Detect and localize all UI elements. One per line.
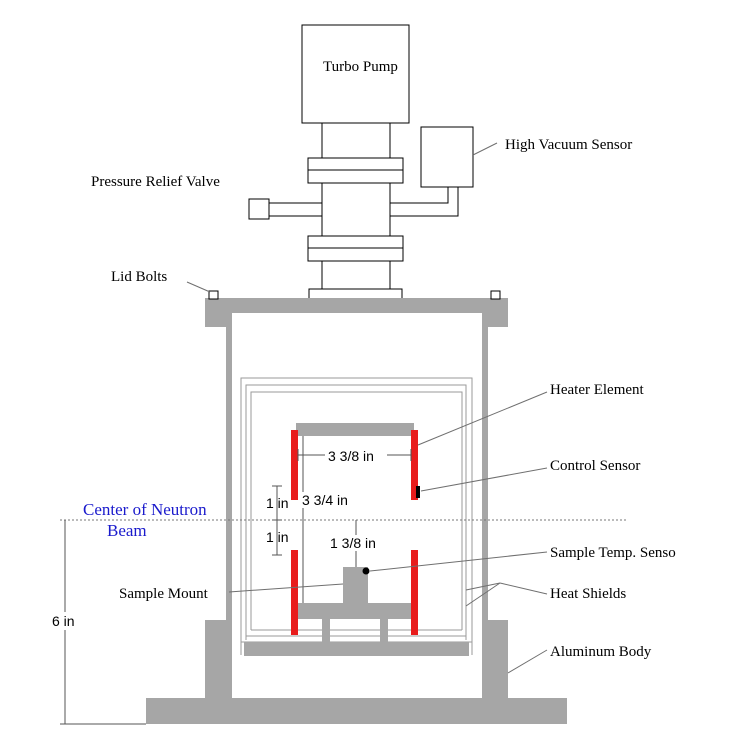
label-heater-element: Heater Element — [550, 382, 645, 398]
dim-lower-offset: 1 in — [266, 529, 289, 545]
chamber-bottom-plate — [296, 603, 414, 619]
lid-plate — [205, 298, 508, 313]
turbo-pump — [301, 24, 410, 124]
heater-right-upper — [411, 430, 418, 500]
label-high-vacuum-sensor: High Vacuum Sensor — [505, 137, 632, 153]
label-sample-mount: Sample Mount — [119, 586, 209, 602]
heat-shield-middle — [245, 384, 467, 640]
label-aluminum-body: Aluminum Body — [550, 644, 652, 660]
label-turbo-pump: Turbo Pump — [323, 59, 398, 75]
heater-left-upper — [291, 430, 298, 500]
label-beam-line2: Beam — [107, 521, 147, 540]
label-beam-line1: Center of Neutron — [83, 500, 207, 519]
dim-inner-width: 3 3/8 in — [328, 448, 374, 464]
heat-shield-inner — [250, 391, 463, 630]
heat-shield-outer — [240, 377, 473, 655]
dim-mount-height: 1 3/8 in — [330, 535, 376, 551]
support-leg-left — [322, 619, 330, 642]
high-vacuum-sensor — [420, 126, 474, 188]
support-leg-right — [380, 619, 388, 642]
left-wall — [205, 620, 232, 700]
pump-neck-middle — [321, 182, 391, 237]
dim-beam-height: 6 in — [52, 613, 75, 629]
heater-left-lower — [291, 550, 298, 635]
label-heat-shields: Heat Shields — [550, 586, 626, 602]
vacuum-sensor-pipe — [389, 186, 459, 217]
pump-neck-lower — [321, 260, 391, 290]
lid-plate-left-drop — [205, 313, 232, 327]
lid-plate-right-drop — [482, 313, 508, 327]
pressure-relief-valve — [248, 198, 270, 220]
label-lid-bolts: Lid Bolts — [111, 269, 167, 285]
support-plate — [244, 642, 469, 656]
chamber-top-plate — [296, 423, 414, 436]
label-pressure-relief-valve: Pressure Relief Valve — [91, 174, 220, 190]
right-wall — [482, 620, 508, 700]
right-wall-inner-line — [482, 327, 488, 620]
dim-upper-offset: 1 in — [266, 495, 289, 511]
base-plate — [146, 698, 567, 724]
lid-bolt-left — [208, 290, 219, 300]
heater-right-lower — [411, 550, 418, 635]
pump-neck-upper — [321, 122, 391, 159]
label-control-sensor: Control Sensor — [550, 458, 640, 474]
label-sample-temp-sensor: Sample Temp. Senso — [550, 545, 676, 561]
relief-valve-pipe — [268, 202, 323, 217]
lid-bolt-right — [490, 290, 501, 300]
sample-temp-sensor — [362, 567, 370, 575]
left-wall-inner-line — [226, 327, 232, 620]
dim-inner-height: 3 3/4 in — [302, 492, 348, 508]
control-sensor — [416, 486, 420, 498]
